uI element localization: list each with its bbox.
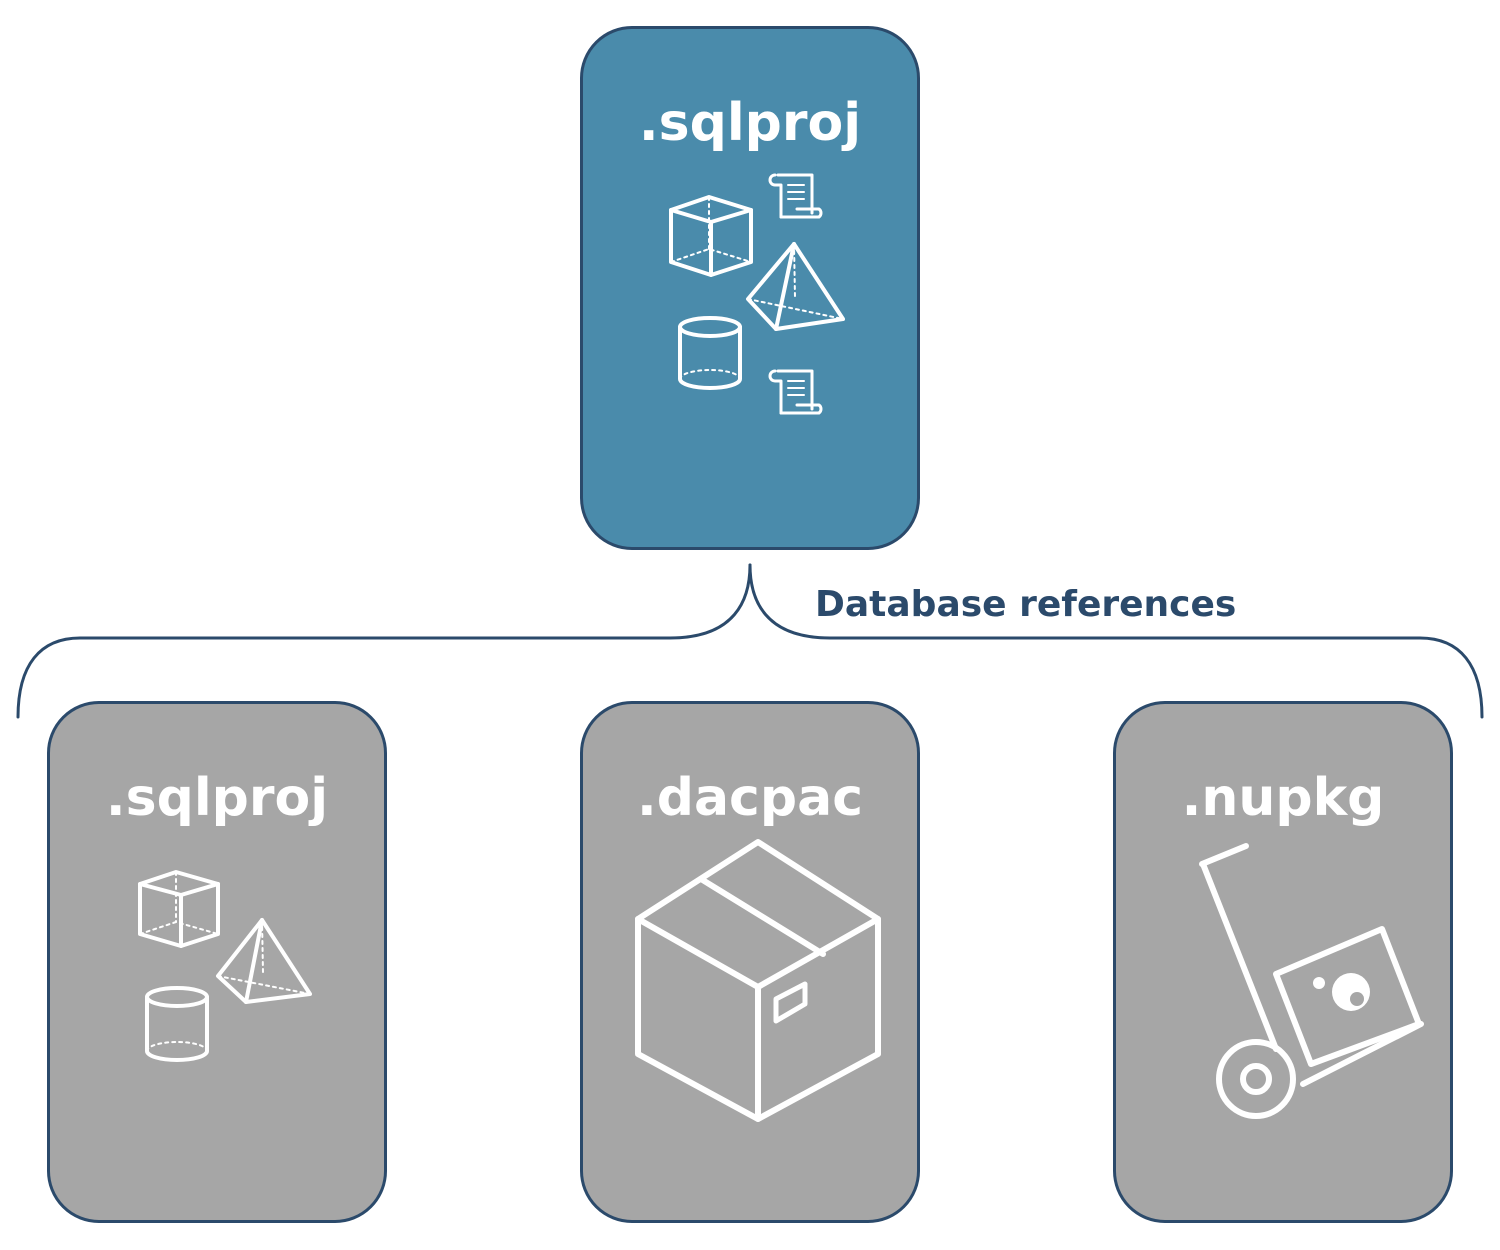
- reference-sqlproj-card: .sqlproj: [47, 701, 387, 1223]
- pyramid-icon: [746, 242, 845, 331]
- cube-icon: [138, 870, 220, 948]
- reference-dacpac-card: .dacpac: [580, 701, 920, 1223]
- reference-dacpac-title: .dacpac: [636, 768, 864, 828]
- reference-nupkg-card: .nupkg: [1113, 701, 1453, 1223]
- cylinder-icon: [145, 986, 209, 1062]
- database-objects-icon: [669, 173, 845, 415]
- main-project-title: .sqlproj: [638, 93, 862, 153]
- cylinder-icon: [678, 316, 742, 390]
- reference-nupkg-title: .nupkg: [1181, 768, 1385, 828]
- script-scroll-icon: [768, 173, 823, 219]
- cube-icon: [669, 195, 753, 277]
- database-objects-icon: [138, 870, 312, 1062]
- hand-truck-package-icon: [1199, 843, 1424, 1119]
- main-project-card: .sqlproj: [580, 26, 920, 550]
- box-icon: [635, 839, 881, 1122]
- database-references-label: Database references: [815, 584, 1237, 625]
- script-scroll-icon: [768, 369, 823, 415]
- pyramid-icon: [216, 918, 312, 1004]
- reference-sqlproj-title: .sqlproj: [105, 768, 329, 828]
